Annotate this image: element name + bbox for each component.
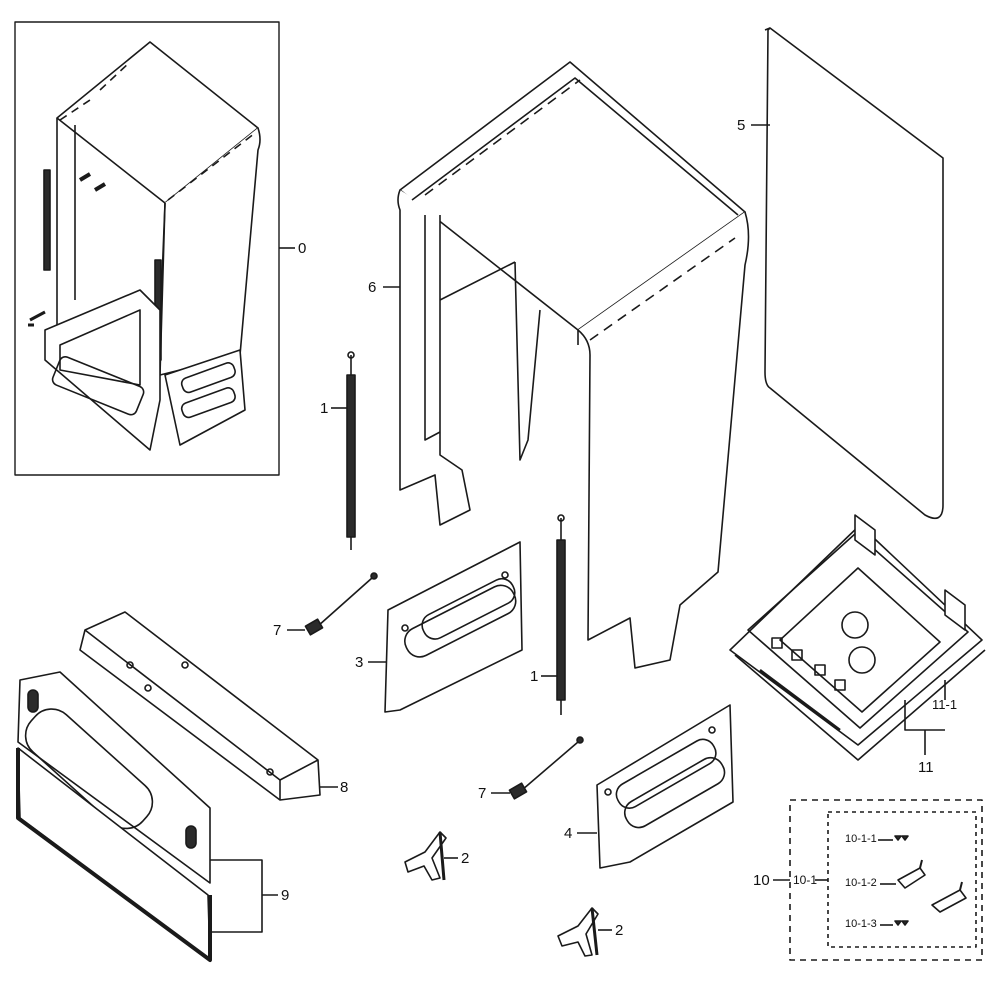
- callout-2-lower: 2: [615, 922, 624, 939]
- callout-3: 3: [355, 654, 364, 671]
- spring-part-lower: [556, 514, 566, 715]
- callout-9: 9: [281, 887, 290, 904]
- leader-9: [210, 859, 278, 933]
- callout-6: 6: [368, 279, 377, 296]
- callout-10-1-1: 10-1-1: [845, 833, 877, 845]
- callout-11-1: 11-1: [932, 697, 958, 712]
- callout-4: 4: [564, 825, 573, 842]
- callout-10: 10: [753, 872, 770, 889]
- callout-10-1-2: 10-1-2: [845, 877, 877, 889]
- callout-11: 11: [918, 759, 934, 776]
- base-part: [729, 514, 986, 761]
- callout-1-upper: 1: [320, 400, 329, 417]
- callout-10-1: 10-1: [793, 873, 818, 887]
- hinge-part-lower: [557, 907, 599, 957]
- cable-part-upper: [304, 572, 378, 636]
- callout-8: 8: [340, 779, 349, 796]
- callout-10-1-3: 10-1-3: [845, 918, 877, 930]
- hinge-part-upper: [404, 831, 447, 881]
- callout-7-upper: 7: [273, 622, 282, 639]
- callout-1-lower: 1: [530, 668, 539, 685]
- callout-5: 5: [737, 117, 746, 134]
- hardware-kit-group: [773, 799, 983, 961]
- cabinet-part: [397, 61, 750, 669]
- callout-7-lower: 7: [478, 785, 487, 802]
- spring-part-upper: [346, 351, 356, 550]
- right-side-panel-part: [596, 704, 734, 869]
- leader-11: [904, 700, 945, 755]
- insulation-sheet-part: [764, 27, 944, 520]
- bracket-part: [79, 611, 321, 801]
- assembly-inset: [14, 21, 280, 476]
- callout-2-upper: 2: [461, 850, 470, 867]
- callout-0: 0: [298, 240, 307, 257]
- left-side-panel-part: [384, 541, 523, 713]
- cable-part-lower: [508, 736, 584, 800]
- kick-plate-part: [16, 671, 212, 962]
